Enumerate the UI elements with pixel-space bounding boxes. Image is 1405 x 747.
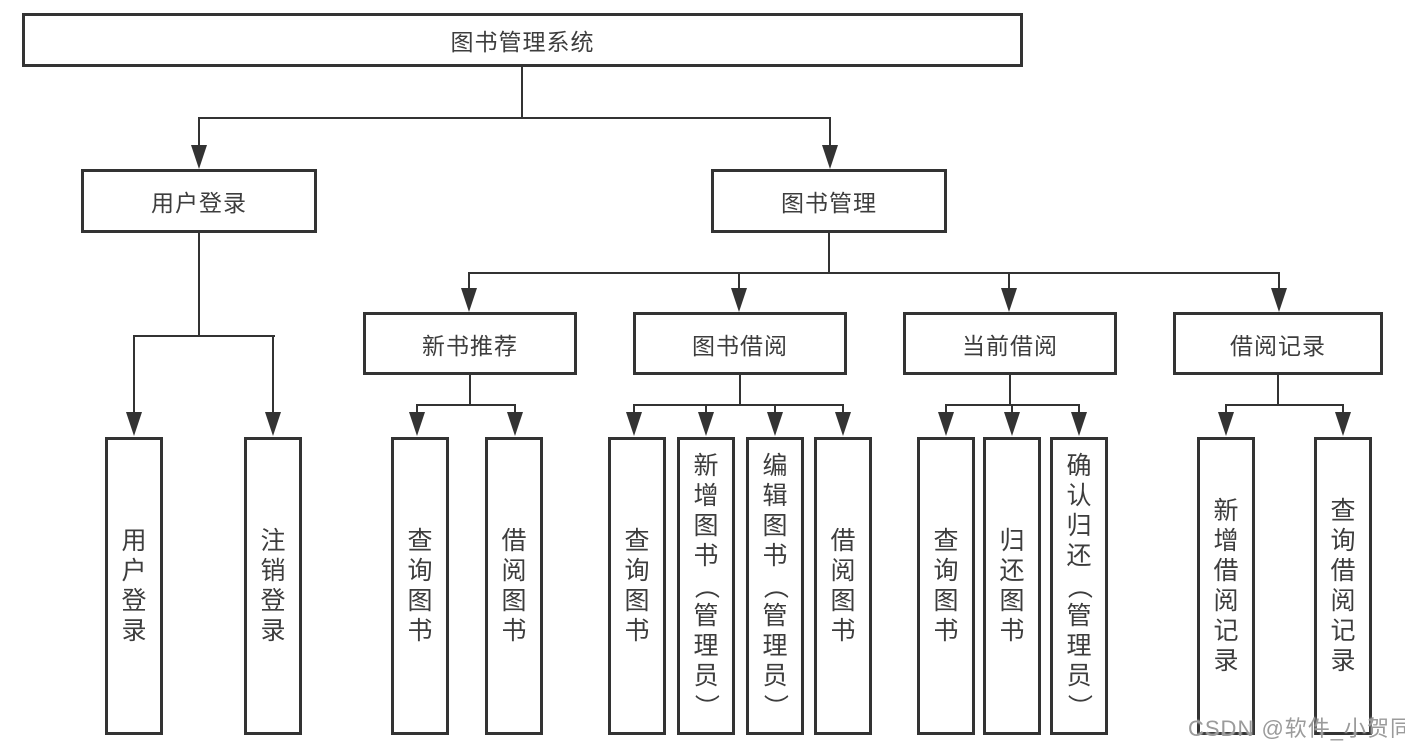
arrowhead-icon <box>1071 412 1087 436</box>
connector-line <box>272 335 274 414</box>
leaf-query-borrow-record-label: 查询借阅记录 <box>1330 496 1356 675</box>
connector-line <box>416 404 516 406</box>
arrowhead-icon <box>822 145 838 169</box>
node-book-management-label: 图书管理 <box>781 190 877 216</box>
leaf-recommend-query-books: 查询图书 <box>391 437 449 735</box>
node-user-login: 用户登录 <box>81 169 317 233</box>
leaf-borrow-query-books-label: 查询图书 <box>624 526 650 645</box>
leaf-user-login: 用户登录 <box>105 437 163 735</box>
connector-line <box>1342 404 1344 413</box>
connector-line <box>829 117 831 145</box>
arrowhead-icon <box>626 412 642 436</box>
arrowhead-icon <box>835 412 851 436</box>
leaf-add-books-admin: 新增图书（管理员） <box>677 437 735 735</box>
leaf-confirm-return-admin-label: 确认归还（管理员） <box>1065 451 1094 719</box>
node-root-label: 图书管理系统 <box>450 29 595 55</box>
leaf-add-books-admin-label: 新增图书（管理员） <box>692 451 721 719</box>
connector-line <box>1225 404 1227 413</box>
connector-line <box>1078 404 1080 413</box>
node-user-login-label: 用户登录 <box>151 190 247 216</box>
leaf-recommend-borrow-books-label: 借阅图书 <box>501 526 527 645</box>
leaf-recommend-borrow-books: 借阅图书 <box>485 437 543 735</box>
node-new-book-recommend: 新书推荐 <box>363 312 577 375</box>
connector-line <box>133 335 135 414</box>
connector-line <box>416 404 418 413</box>
arrowhead-icon <box>767 412 783 436</box>
connector-line <box>774 404 776 413</box>
arrowhead-icon <box>507 412 523 436</box>
leaf-confirm-return-admin: 确认归还（管理员） <box>1050 437 1108 735</box>
connector-line <box>633 404 844 406</box>
leaf-user-login-label: 用户登录 <box>121 526 147 645</box>
node-borrow-records: 借阅记录 <box>1173 312 1383 375</box>
leaf-borrow-query-books: 查询图书 <box>608 437 666 735</box>
leaf-query-borrow-record: 查询借阅记录 <box>1314 437 1372 735</box>
leaf-current-query-books: 查询图书 <box>917 437 975 735</box>
connector-line <box>198 117 200 145</box>
connector-line <box>469 375 471 406</box>
connector-line <box>1225 404 1344 406</box>
leaf-add-borrow-record: 新增借阅记录 <box>1197 437 1255 735</box>
connector-line <box>1009 375 1011 406</box>
connector-line <box>468 272 470 289</box>
node-book-borrow: 图书借阅 <box>633 312 847 375</box>
connector-line <box>133 335 275 337</box>
csdn-watermark: CSDN @软件_小贺同学 <box>1188 716 1405 741</box>
arrowhead-icon <box>1001 288 1017 312</box>
arrowhead-icon <box>461 288 477 312</box>
connector-line <box>468 272 1280 274</box>
node-new-book-recommend-label: 新书推荐 <box>422 332 518 359</box>
node-book-management: 图书管理 <box>711 169 947 233</box>
leaf-logout: 注销登录 <box>244 437 302 735</box>
connector-line <box>945 404 947 413</box>
leaf-edit-books-admin: 编辑图书（管理员） <box>746 437 804 735</box>
node-book-borrow-label: 图书借阅 <box>692 332 788 359</box>
arrowhead-icon <box>265 412 281 436</box>
arrowhead-icon <box>731 288 747 312</box>
connector-line <box>514 404 516 413</box>
arrowhead-icon <box>1218 412 1234 436</box>
leaf-return-books-label: 归还图书 <box>999 526 1025 645</box>
connector-line <box>842 404 844 413</box>
leaf-borrow-books: 借阅图书 <box>814 437 872 735</box>
connector-line <box>198 233 200 337</box>
connector-line <box>739 375 741 406</box>
leaf-current-query-books-label: 查询图书 <box>933 526 959 645</box>
arrowhead-icon <box>1004 412 1020 436</box>
arrowhead-icon <box>126 412 142 436</box>
arrowhead-icon <box>409 412 425 436</box>
leaf-logout-label: 注销登录 <box>260 526 286 645</box>
connector-line <box>738 272 740 289</box>
node-root: 图书管理系统 <box>22 13 1023 67</box>
connector-line <box>633 404 635 413</box>
node-current-borrow-label: 当前借阅 <box>962 332 1058 359</box>
connector-line <box>1277 375 1279 406</box>
node-current-borrow: 当前借阅 <box>903 312 1117 375</box>
arrowhead-icon <box>938 412 954 436</box>
node-borrow-records-label: 借阅记录 <box>1230 332 1326 359</box>
arrowhead-icon <box>1271 288 1287 312</box>
leaf-recommend-query-books-label: 查询图书 <box>407 526 433 645</box>
connector-line <box>1008 272 1010 289</box>
connector-line <box>828 233 830 274</box>
connector-line <box>1278 272 1280 289</box>
connector-line <box>521 67 523 118</box>
leaf-add-borrow-record-label: 新增借阅记录 <box>1213 496 1239 675</box>
leaf-borrow-books-label: 借阅图书 <box>830 526 856 645</box>
leaf-edit-books-admin-label: 编辑图书（管理员） <box>761 451 790 719</box>
arrowhead-icon <box>191 145 207 169</box>
connector-line <box>198 117 831 119</box>
arrowhead-icon <box>698 412 714 436</box>
connector-line <box>1011 404 1013 413</box>
leaf-return-books: 归还图书 <box>983 437 1041 735</box>
arrowhead-icon <box>1335 412 1351 436</box>
connector-line <box>705 404 707 413</box>
